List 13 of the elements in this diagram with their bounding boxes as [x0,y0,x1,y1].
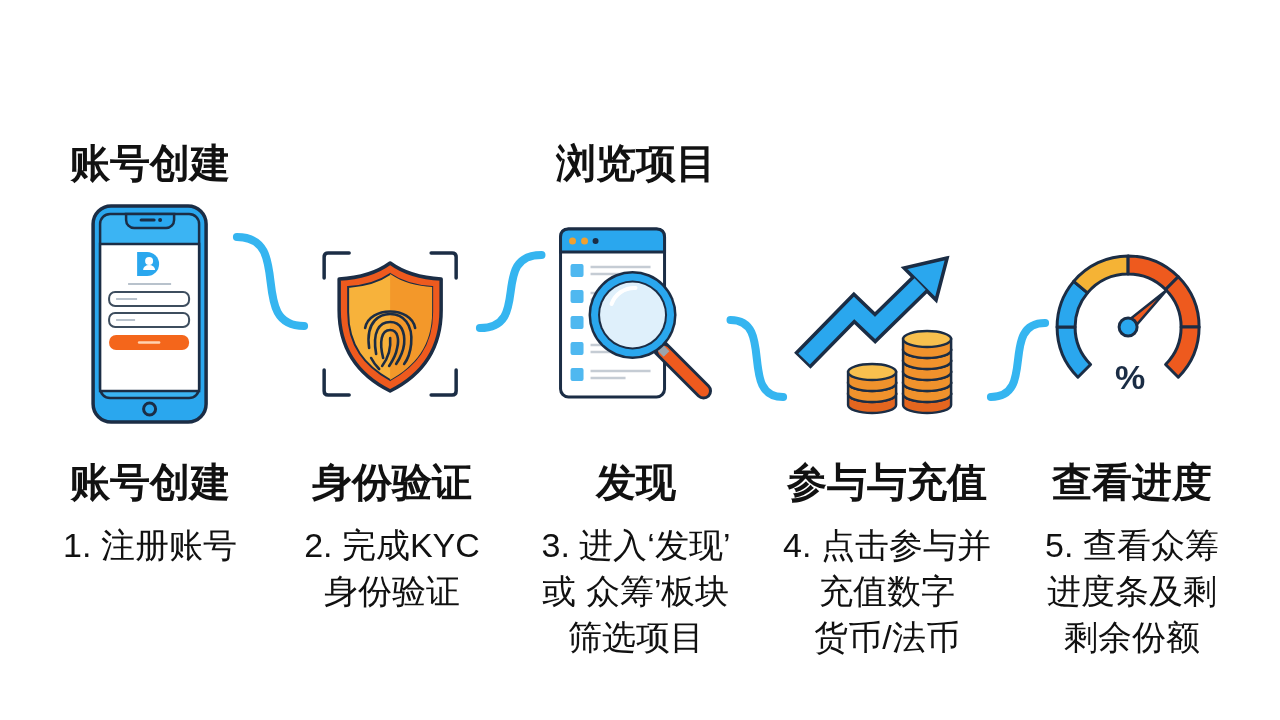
step-heading: 身份验证 [312,459,472,506]
percent-sign: % [1114,358,1146,396]
step-heading: 参与与充值 [787,459,987,506]
step-description: 1. 注册账号 [63,525,237,566]
step-description: 3. 进入‘发现’或 众筹’板块筛选项目 [541,525,731,658]
step-description: 2. 完成KYC身份验证 [304,525,480,612]
section-title: 账号创建 [70,139,230,187]
step-heading: 账号创建 [70,459,230,506]
step-description: 4. 点击参与并充值数字货币/法币 [783,525,991,658]
step-description: 5. 查看众筹进度条及剩剩余份额 [1045,525,1219,658]
step-heading: 查看进度 [1052,459,1212,506]
section-title: 浏览项目 [556,139,716,187]
step-heading: 发现 [596,459,676,506]
